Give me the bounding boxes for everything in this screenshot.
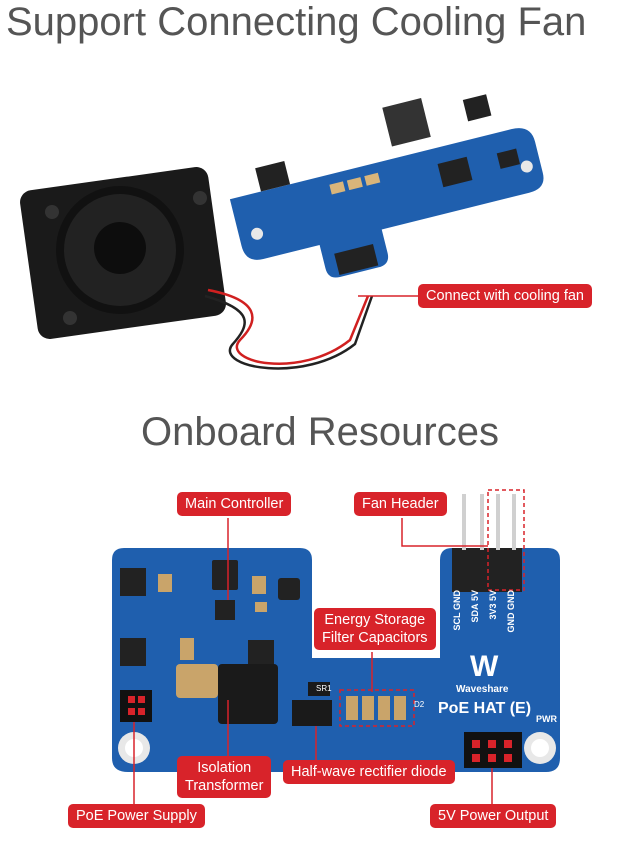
callout-fan-header: Fan Header bbox=[354, 492, 447, 516]
leader-lines bbox=[133, 518, 493, 804]
board-pin-labels: SCL GND SDA 5V 3V3 5V GND GND bbox=[452, 590, 532, 640]
pin-scl: SCL bbox=[452, 612, 462, 631]
svg-text:W: W bbox=[470, 650, 499, 683]
heading-onboard-resources: Onboard Resources bbox=[141, 410, 499, 454]
fan-wires bbox=[204, 288, 374, 370]
board-pwr: PWR bbox=[536, 714, 557, 724]
pin-gnd-1: GND bbox=[452, 590, 462, 610]
board-sr1: SR1 bbox=[316, 684, 332, 693]
board-model: PoE HAT (E) bbox=[438, 700, 532, 717]
callout-5v-power-output: 5V Power Output bbox=[430, 804, 557, 828]
callout-rectifier-diode: Half-wave rectifier diode bbox=[283, 760, 455, 784]
pin-gnd-2: GND bbox=[506, 612, 516, 633]
poe-board: W bbox=[112, 489, 560, 772]
callout-cooling-fan: Connect with cooling fan bbox=[418, 284, 592, 308]
heading-cooling-fan: Support Connecting Cooling Fan bbox=[6, 0, 587, 44]
callout-poe-power-supply: PoE Power Supply bbox=[68, 804, 205, 828]
callout-main-controller: Main Controller bbox=[177, 492, 292, 516]
pin-5v-2: 5V bbox=[488, 590, 498, 602]
cooling-fan bbox=[20, 167, 226, 339]
pin-sda: SDA bbox=[470, 603, 480, 623]
top-board bbox=[229, 94, 544, 278]
board-brand: Waveshare bbox=[456, 684, 509, 695]
callout-isolation-transformer: Isolation Transformer bbox=[177, 756, 272, 798]
pin-gnd-3: GND bbox=[506, 590, 516, 610]
callout-energy-storage: Energy Storage Filter Capacitors bbox=[314, 608, 436, 650]
pin-5v-1: 5V bbox=[470, 590, 480, 602]
pin-3v3: 3V3 bbox=[488, 603, 498, 620]
board-d2: D2 bbox=[414, 700, 425, 709]
